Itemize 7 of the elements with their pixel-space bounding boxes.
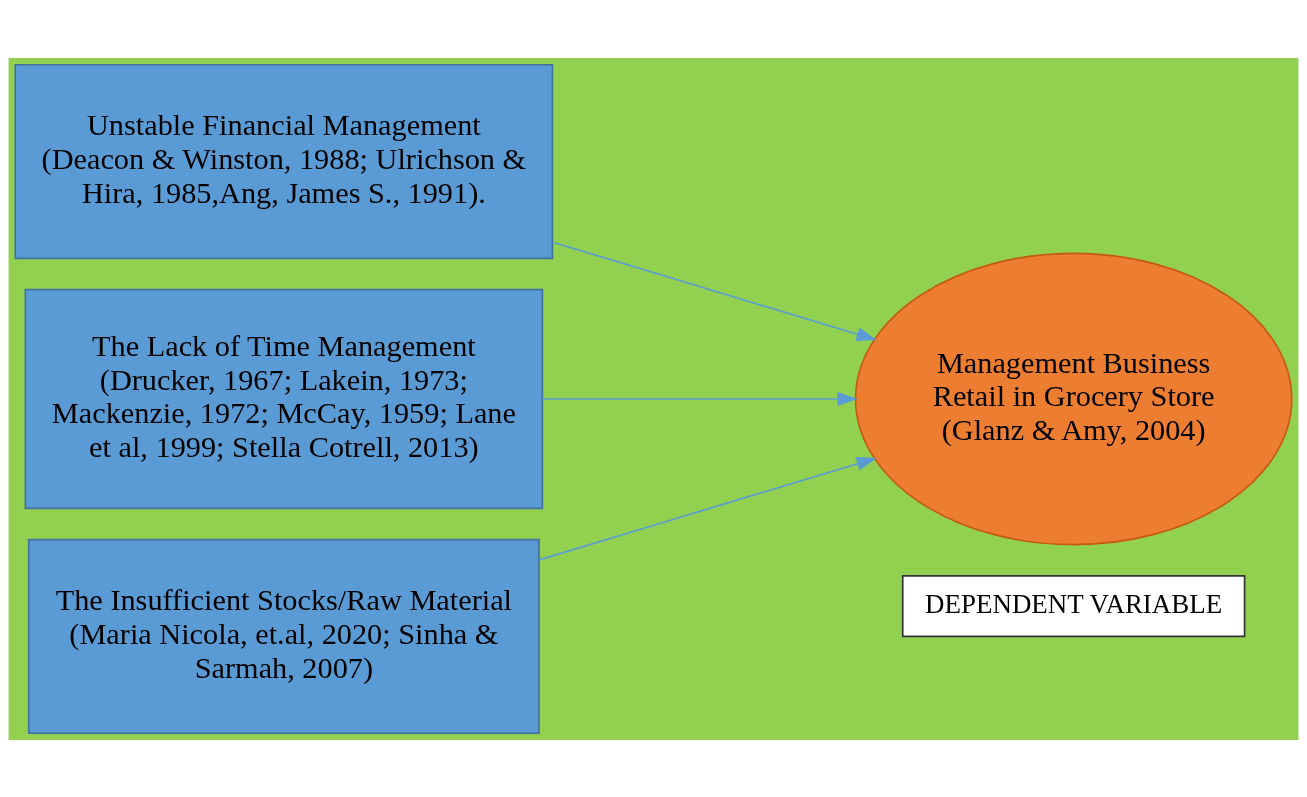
node-box: DEPENDENT VARIABLE xyxy=(901,574,1246,637)
arrow xyxy=(538,456,877,561)
arrow xyxy=(541,391,858,406)
node-box: The Insufficient Stocks/Raw Material (Maria Nicola, et.al, 2020; Sinha & Sarmah, 2007) xyxy=(27,538,540,734)
arrow xyxy=(552,240,877,341)
node-box: Unstable Financial Management (Deacon & Winston, 1988; Ulrichson & Hira, 1985,Ang, James S., 1991). xyxy=(14,63,554,259)
node-box: The Lack of Time Management (Drucker, 1967; Lakein, 1973; Mackenzie, 1972; McCay, 1959; Lane et al, 1999; Stella Cotrell, 2013) xyxy=(24,288,544,509)
